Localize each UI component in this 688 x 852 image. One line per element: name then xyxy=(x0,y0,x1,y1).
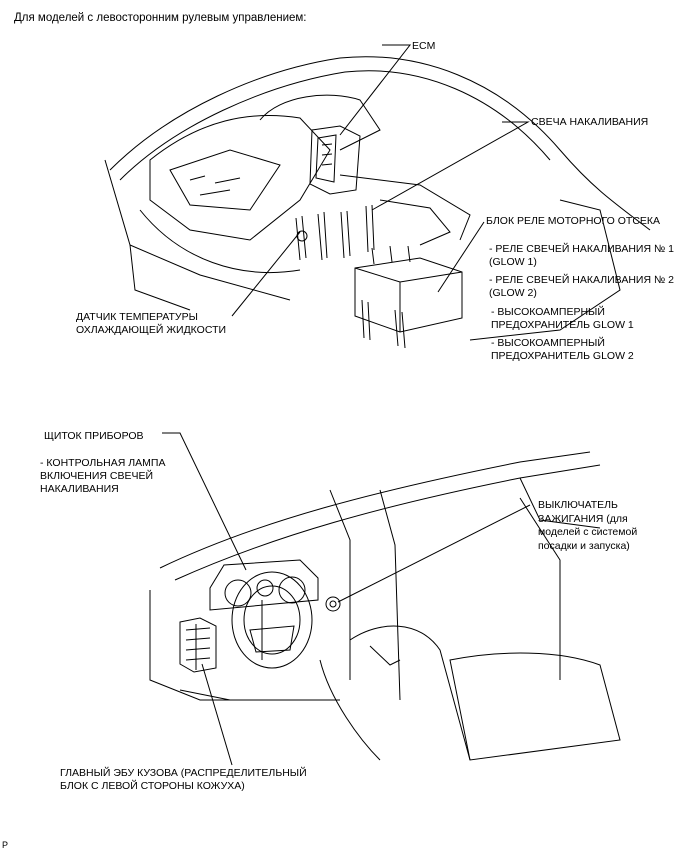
ecm-leader xyxy=(339,44,412,136)
relay-glow1-line1: - РЕЛЕ СВЕЧЕЙ НАКАЛИВАНИЯ № 1 xyxy=(489,243,674,255)
left-fender-line xyxy=(104,159,291,301)
glow-plug-leader xyxy=(371,121,530,211)
ignition-line1: ВЫКЛЮЧАТЕЛЬ xyxy=(538,499,618,511)
ignition-switch xyxy=(325,596,341,612)
ignition-line3: моделей с системой xyxy=(538,526,638,538)
glow-plug-3 xyxy=(365,204,375,253)
dashboard-top-line xyxy=(159,451,591,569)
glow-lamp-line3: НАКАЛИВАНИЯ xyxy=(40,483,119,495)
diagram-heading: Для моделей с левосторонним рулевым упра… xyxy=(14,12,307,24)
steering-wheel xyxy=(231,571,313,669)
glow-plug-label: СВЕЧА НАКАЛИВАНИЯ xyxy=(531,116,649,128)
fuse-glow1-line1: - ВЫСОКОАМПЕРНЫЙ xyxy=(491,306,605,318)
ignition-line4: посадки и запуска) xyxy=(538,540,630,552)
glow-plug-2 xyxy=(340,210,351,259)
hood-inner-line xyxy=(119,70,551,181)
main-body-ecu xyxy=(179,617,217,673)
fuse-glow2-line1: - ВЫСОКОАМПЕРНЫЙ xyxy=(491,337,605,349)
body-ecu-line1: ГЛАВНЫЙ ЭБУ КУЗОВА (РАСПРЕДЕЛИТЕЛЬНЫЙ xyxy=(60,767,307,779)
relay-glow2-line2: (GLOW 2) xyxy=(489,287,537,299)
fuse-glow2-line2: ПРЕДОХРАНИТЕЛЬ GLOW 2 xyxy=(491,350,634,362)
ignition-leader xyxy=(337,504,531,603)
relay-block-label: БЛОК РЕЛЕ МОТОРНОГО ОТСЕКА xyxy=(486,215,661,227)
fuse-glow1-line2: ПРЕДОХРАНИТЕЛЬ GLOW 1 xyxy=(491,319,634,331)
glow-plug-1 xyxy=(317,211,328,261)
right-fender-line xyxy=(469,199,621,341)
coolant-sensor-line1: ДАТЧИК ТЕМПЕРАТУРЫ xyxy=(76,311,198,323)
ecm-label: ECM xyxy=(412,40,436,52)
body-ecu-line2: БЛОК С ЛЕВОЙ СТОРОНЫ КОЖУХА) xyxy=(60,780,245,792)
ecm-unit xyxy=(309,125,361,195)
engine-relay-block xyxy=(354,257,463,333)
coolant-sensor-line2: ОХЛАЖДАЮЩЕЙ ЖИДКОСТИ xyxy=(76,324,227,336)
relay-glow1-line2: (GLOW 1) xyxy=(489,256,537,268)
corner-mark: P xyxy=(2,840,9,850)
cluster-leader xyxy=(162,432,247,571)
ignition-line2: ЗАЖИГАНИЯ (для xyxy=(538,513,628,525)
glow-lamp-line2: ВКЛЮЧЕНИЯ СВЕЧЕЙ xyxy=(40,470,154,482)
instrument-cluster xyxy=(209,559,319,611)
relay-glow2-line1: - РЕЛЕ СВЕЧЕЙ НАКАЛИВАНИЯ № 2 xyxy=(489,274,674,286)
glow-lamp-line1: - КОНТРОЛЬНАЯ ЛАМПА xyxy=(40,457,166,469)
relay-block-leader xyxy=(437,221,485,293)
hood-edge-line xyxy=(109,56,651,231)
cluster-label: ЩИТОК ПРИБОРОВ xyxy=(44,430,144,442)
body-ecu-leader xyxy=(201,663,233,766)
coolant-sensor-leader xyxy=(231,231,301,317)
seat-outline xyxy=(449,652,621,761)
